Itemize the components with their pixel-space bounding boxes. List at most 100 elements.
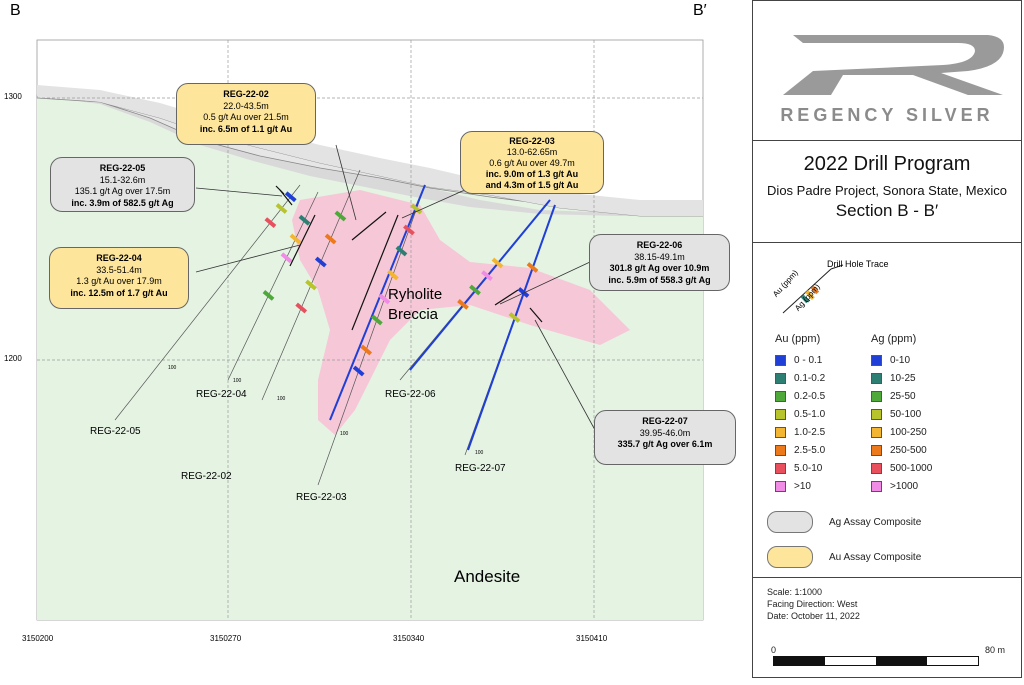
assay-bar (280, 252, 293, 264)
callout-hole-id: REG-22-04 (96, 253, 142, 263)
easting-tick-2: 3150270 (210, 634, 242, 643)
au-swatch (775, 390, 786, 402)
assay-bar (403, 224, 415, 236)
easting-tick-1: 3150200 (22, 634, 54, 643)
ag-composite-swatch (767, 511, 813, 533)
au-swatch (775, 462, 786, 474)
au-composite-legend: Au Assay Composite (767, 546, 921, 568)
callout-line: 22.0-43.5m (223, 100, 269, 111)
title-section: 2022 Drill Program Dios Padre Project, S… (753, 141, 1021, 243)
assay-bar (289, 233, 302, 245)
easting-tick-4: 3150410 (576, 634, 608, 643)
unit-label-breccia: Breccia (388, 306, 439, 323)
assay-bar (324, 233, 337, 245)
ag-swatch (871, 444, 882, 456)
composite-brackets (275, 185, 543, 331)
assay-bar (370, 314, 383, 326)
au-bin-label: 5.0-10 (794, 462, 823, 474)
assay-bar (387, 269, 399, 281)
ag-bin-label: 10-25 (890, 372, 916, 384)
assay-bar (298, 214, 311, 226)
ryholite-breccia-unit (292, 190, 630, 435)
ag-legend-row: 10-25 (871, 369, 932, 387)
ag-bin-label: 500-1000 (890, 462, 933, 474)
hole-label: REG-22-03 (296, 492, 347, 503)
callout-hole-id: REG-22-02 (223, 89, 269, 99)
assay-bar (526, 262, 539, 273)
au-bin-label: 0.5-1.0 (794, 408, 826, 420)
depth-tick: 100 (475, 450, 484, 456)
au-legend-header: Au (ppm) (775, 333, 821, 345)
au-bin-label: >10 (794, 480, 811, 492)
assay-bar (517, 287, 530, 298)
scale-text: Scale: 1:1000 (767, 587, 823, 597)
callout-line: inc. 3.9m of 582.5 g/t Ag (71, 197, 174, 208)
assay-bar (275, 203, 288, 214)
ag-bin-label: 0-10 (890, 354, 911, 366)
logo-text: REGENCY SILVER (780, 105, 994, 125)
au-bin-label: 0.1-0.2 (794, 372, 826, 384)
easting-tick-3: 3150340 (393, 634, 425, 643)
assay-bar (264, 217, 277, 228)
au-legend-row: 0.5-1.0 (775, 405, 825, 423)
au-legend-row: >10 (775, 477, 825, 495)
assay-bar (508, 312, 521, 323)
assay-bar (395, 245, 408, 257)
au-swatch (775, 354, 786, 366)
assay-bar (284, 191, 297, 203)
callout-hole-id: REG-22-07 (642, 416, 688, 426)
hole-label: REG-22-06 (385, 389, 436, 400)
callout-line: and 4.3m of 1.5 g/t Au (485, 180, 579, 190)
ag-composite-legend: Ag Assay Composite (767, 511, 921, 533)
scale-bar (773, 656, 979, 666)
depth-tick: 100 (277, 396, 286, 402)
ag-legend-row: 0-10 (871, 351, 932, 369)
hole-traces-blue (329, 184, 556, 451)
callout-line: 1.3 g/t Au over 17.9m (76, 276, 162, 286)
ag-swatch (871, 408, 882, 420)
map-title: 2022 Drill Program (803, 153, 971, 175)
au-legend-row: 0 - 0.1 (775, 351, 825, 369)
ag-legend-row: >1000 (871, 477, 932, 495)
trace-legend-icon (782, 264, 844, 314)
assay-bar (314, 256, 327, 268)
scalebar-start: 0 (771, 645, 777, 655)
callout-line: inc. 12.5m of 1.7 g/t Au (70, 287, 168, 298)
assay-bar (262, 290, 275, 301)
ag-legend-header: Ag (ppm) (871, 333, 917, 345)
elev-tick-1300: 1300 (4, 92, 22, 101)
section-label-left: B (10, 2, 21, 19)
map-subtitle: Dios Padre Project, Sonora State, Mexico (767, 183, 1007, 198)
ag-swatch (871, 426, 882, 438)
ag-swatch (871, 354, 882, 366)
info-section: Scale: 1:1000 Facing Direction: West Dat… (753, 578, 1021, 679)
callout-line: 0.5 g/t Au over 21.5m (203, 112, 289, 122)
ag-legend-row: 500-1000 (871, 459, 932, 477)
callout-line: inc. 9.0m of 1.3 g/t Au (485, 169, 579, 179)
au-swatch (775, 426, 786, 438)
cross-section-map: B B′ 1300 1200 3150200 3150270 3150340 3… (4, 2, 736, 643)
au-composite-label: Au Assay Composite (829, 551, 922, 563)
callout-line: 13.0-62.65m (506, 147, 558, 157)
assay-bar (352, 365, 365, 377)
depth-tick: 100 (168, 365, 177, 371)
au-legend-row: 2.5-5.0 (775, 441, 825, 459)
callout-hole-id: REG-22-06 (636, 240, 683, 250)
assay-bar (360, 344, 373, 356)
callout-line: 38.15-49.1m (634, 251, 685, 262)
ag-swatch (871, 390, 882, 402)
assay-bar (378, 293, 391, 305)
callout-line: 33.5-51.4m (96, 264, 142, 275)
callout-hole-id: REG-22-03 (509, 136, 555, 146)
au-swatch (775, 480, 786, 492)
ag-legend-row: 50-100 (871, 405, 932, 423)
ag-bin-label: 250-500 (890, 444, 927, 456)
scalebar-end: 80 m (985, 645, 1006, 655)
facing-text: Facing Direction: West (767, 599, 858, 609)
